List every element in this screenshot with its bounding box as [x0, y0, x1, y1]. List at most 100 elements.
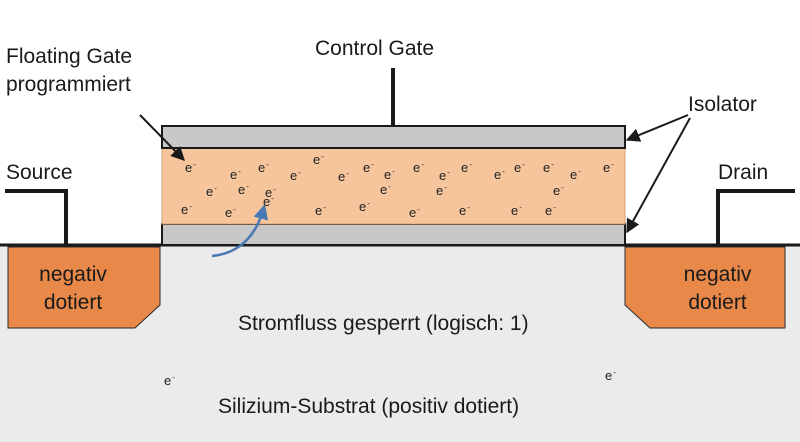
electron: e-	[359, 197, 370, 214]
electron-symbol: e	[164, 373, 172, 388]
electron-tunneling-arrow	[211, 204, 269, 258]
electron-charge: -	[266, 160, 269, 169]
electron-charge: -	[611, 160, 614, 169]
electron: e-	[265, 183, 276, 200]
electron-charge: -	[271, 194, 274, 203]
electron-symbol: e	[543, 160, 551, 175]
electron: e-	[238, 180, 249, 197]
electron-charge: -	[551, 160, 554, 169]
electron: e-	[315, 201, 326, 218]
electron-charge: -	[189, 202, 192, 211]
electron-symbol: e	[258, 160, 266, 175]
electron-charge: -	[323, 203, 326, 212]
electron-symbol: e	[230, 167, 238, 182]
electron-charge: -	[553, 203, 556, 212]
electron-symbol: e	[359, 199, 367, 214]
electron-symbol: e	[263, 194, 271, 209]
bottom-isolator-layer	[161, 223, 626, 246]
electron-symbol: e	[315, 203, 323, 218]
electron-charge: -	[519, 203, 522, 212]
electron-charge: -	[502, 167, 505, 176]
electron: e-	[545, 201, 556, 218]
electron-charge: -	[238, 167, 241, 176]
electron: e-	[181, 200, 192, 217]
electron-symbol: e	[459, 203, 467, 218]
source-doping-label-line1: negativ	[39, 263, 107, 286]
electron-charge: -	[613, 368, 616, 377]
isolator-pointer-arrow-top	[625, 114, 689, 142]
electron-symbol: e	[553, 183, 561, 198]
floating-gate-layer	[161, 147, 626, 225]
electron-symbol: e	[461, 160, 469, 175]
electron-charge: -	[392, 167, 395, 176]
electron-symbol: e	[265, 185, 273, 200]
electron: e-	[494, 165, 505, 182]
electron: e-	[413, 158, 424, 175]
electron-charge: -	[193, 160, 196, 169]
electron-charge: -	[447, 168, 450, 177]
floating-gate-pointer-arrow	[139, 114, 185, 162]
electron: e-	[459, 201, 470, 218]
electron: e-	[570, 165, 581, 182]
source-label: Source	[6, 161, 73, 184]
source-doping-label-line2: dotiert	[43, 291, 103, 314]
top-isolator-layer	[161, 125, 626, 149]
electron: e-	[185, 158, 196, 175]
electron-symbol: e	[494, 167, 502, 182]
electron: e-	[225, 203, 236, 220]
electron-symbol: e	[409, 205, 417, 220]
electron-symbol: e	[514, 160, 522, 175]
electron-symbol: e	[413, 160, 421, 175]
electron-symbol: e	[290, 168, 298, 183]
electron-charge: -	[233, 205, 236, 214]
electron-symbol: e	[384, 167, 392, 182]
electron: e-	[258, 158, 269, 175]
electron-symbol: e	[570, 167, 578, 182]
electron-symbol: e	[603, 160, 611, 175]
electron: e-	[605, 366, 616, 383]
drain-doped-region	[624, 246, 786, 329]
electron-charge: -	[367, 199, 370, 208]
electron: e-	[363, 158, 374, 175]
source-contact-line	[5, 189, 68, 245]
electron-charge: -	[273, 185, 276, 194]
electron-charge: -	[298, 168, 301, 177]
electron: e-	[380, 180, 391, 197]
electron: e-	[603, 158, 614, 175]
drain-doping-label-line1: negativ	[683, 263, 752, 286]
electron: e-	[164, 371, 175, 388]
electron-charge: -	[346, 169, 349, 178]
electron-symbol: e	[181, 202, 189, 217]
electron: e-	[511, 201, 522, 218]
electron: e-	[439, 166, 450, 183]
electron: e-	[338, 167, 349, 184]
electron-charge: -	[388, 182, 391, 191]
drain-contact-line	[716, 189, 795, 245]
electron-charge: -	[417, 205, 420, 214]
electron: e-	[514, 158, 525, 175]
channel-state-label: Stromfluss gesperrt (logisch: 1)	[238, 312, 529, 335]
electron-symbol: e	[338, 169, 346, 184]
electron-symbol: e	[238, 182, 246, 197]
substrate-label: Silizium-Substrat (positiv dotiert)	[218, 395, 520, 418]
electron: e-	[436, 181, 447, 198]
electron-symbol: e	[363, 160, 371, 175]
electron-symbol: e	[225, 205, 233, 220]
electron: e-	[543, 158, 554, 175]
source-doped-region	[7, 246, 161, 329]
electron-charge: -	[522, 160, 525, 169]
control-gate-label: Control Gate	[315, 37, 435, 60]
electron: e-	[206, 182, 217, 199]
electron: e-	[230, 165, 241, 182]
electron: e-	[553, 181, 564, 198]
electron-symbol: e	[436, 183, 444, 198]
electron: e-	[409, 203, 420, 220]
electron-charge: -	[371, 160, 374, 169]
isolator-label: Isolator	[688, 93, 757, 116]
electron-symbol: e	[313, 152, 321, 167]
drain-doping-label-line2: dotiert	[688, 291, 747, 314]
electron-symbol: e	[206, 184, 214, 199]
floating-gate-label-line1: Floating Gate	[6, 45, 133, 68]
electron: e-	[313, 150, 324, 167]
